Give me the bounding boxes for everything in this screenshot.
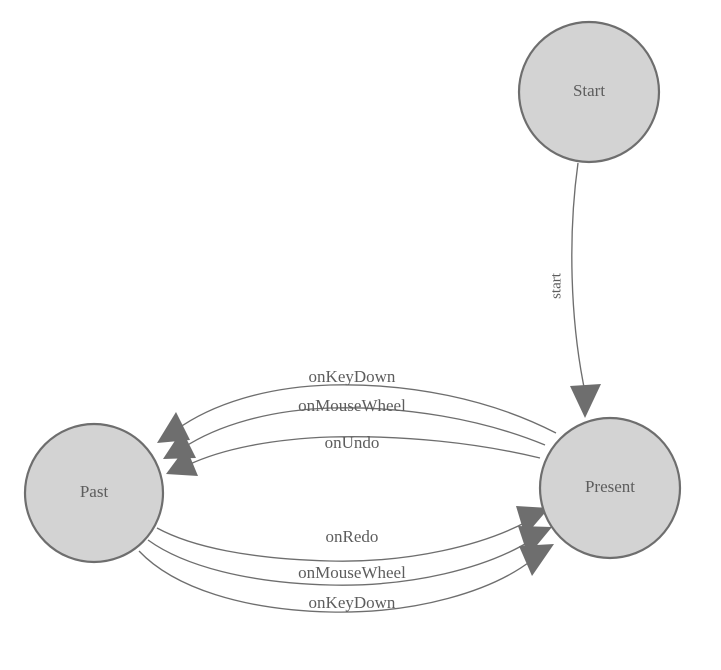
edge-past-to-present-onredo-path xyxy=(156,520,529,562)
node-start-circle xyxy=(517,20,661,164)
node-present-circle xyxy=(538,416,682,560)
edge-start-to-present-arrowhead xyxy=(570,384,601,418)
node-present[interactable]: Present xyxy=(538,416,682,560)
node-past-circle xyxy=(23,422,165,564)
edge-past-to-present-onkeydown-path xyxy=(138,550,533,613)
edge-label-present-past-onmousewheel: onMouseWheel xyxy=(298,396,406,415)
edge-present-to-past-onkeydown-path xyxy=(175,384,557,434)
edge-present-to-past-onundo[interactable]: onUndo xyxy=(166,433,541,476)
edge-past-to-present-onmousewheel[interactable]: onMouseWheel xyxy=(147,526,552,586)
node-start[interactable]: Start xyxy=(517,20,661,164)
edge-label-present-past-onundo: onUndo xyxy=(325,433,380,452)
edge-label-present-past-onkeydown: onKeyDown xyxy=(309,367,396,386)
edge-present-to-past-onmousewheel-path xyxy=(182,407,546,449)
edge-present-to-past-onundo-arrowhead xyxy=(166,447,198,476)
edge-past-to-present-onkeydown-arrowhead xyxy=(519,544,554,576)
node-past[interactable]: Past xyxy=(23,422,165,564)
edge-label-past-present-onredo: onRedo xyxy=(326,527,379,546)
edge-start-to-present-path xyxy=(571,162,586,393)
edge-present-to-past-onkeydown[interactable]: onKeyDown xyxy=(157,367,557,443)
edge-label-past-present-onkeydown: onKeyDown xyxy=(309,593,396,612)
edge-present-to-past-onundo-path xyxy=(187,436,541,466)
edge-past-to-present-onredo[interactable]: onRedo xyxy=(156,506,549,562)
edge-label-past-present-onmousewheel: onMouseWheel xyxy=(298,563,406,582)
edge-past-to-present-onmousewheel-path xyxy=(147,539,531,586)
edge-past-to-present-onkeydown[interactable]: onKeyDown xyxy=(138,544,554,613)
edge-label-start: start xyxy=(548,272,564,299)
edge-start-to-present[interactable]: start xyxy=(548,162,601,418)
